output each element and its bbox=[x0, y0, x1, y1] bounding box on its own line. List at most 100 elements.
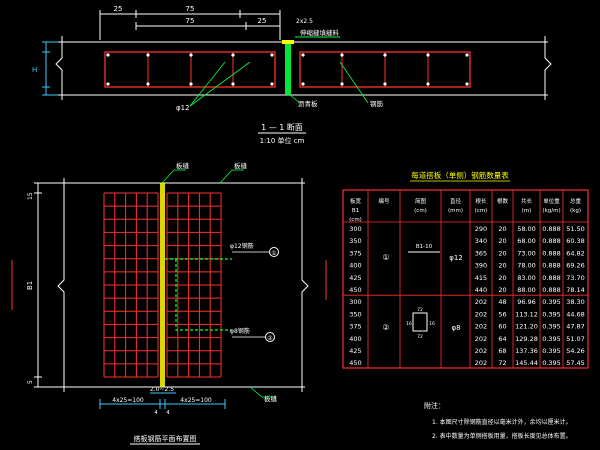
table-cell: 415 bbox=[475, 274, 487, 282]
table-cell: 450 bbox=[349, 359, 361, 367]
table-header-cell: 总重 bbox=[570, 197, 582, 205]
table-cell: 202 bbox=[475, 335, 487, 343]
table-cell: 96.96 bbox=[517, 298, 536, 306]
table-cell: 340 bbox=[475, 237, 487, 245]
table-cell: 0.395 bbox=[542, 359, 561, 367]
table-header-cell: (cm) bbox=[414, 208, 427, 214]
table-header-cell: (mm) bbox=[448, 208, 463, 214]
dim-top-1: 25 bbox=[114, 5, 123, 13]
table-cell: 350 bbox=[349, 310, 361, 318]
table-cell: 0.395 bbox=[542, 335, 561, 343]
dim-top-4: 25 bbox=[258, 17, 267, 25]
table-cell: 202 bbox=[475, 310, 487, 318]
table-cell: 57.45 bbox=[566, 359, 585, 367]
sketch-2-l4: 72 bbox=[417, 334, 423, 340]
table-cell: 375 bbox=[349, 249, 361, 257]
table-cell: 0.888 bbox=[542, 225, 561, 233]
table-header-cell: (kg) bbox=[570, 208, 581, 214]
table-cell: 64.82 bbox=[566, 249, 585, 257]
section-view: 25 75 75 25 2x2.5 H 伸缩缝填缝料 φ12 沥青板 钢筋 1 … bbox=[32, 5, 552, 145]
callout-joint: 伸缩缝填缝料 bbox=[300, 28, 340, 37]
plan-top-leaders bbox=[161, 169, 276, 398]
section-scale: 1:10 单位 cm bbox=[260, 136, 305, 145]
table-header-cell: (cm) bbox=[475, 208, 488, 214]
dim-top bbox=[99, 10, 281, 40]
group1-diameter: φ12 bbox=[449, 254, 463, 262]
plan-label-bottom: 板缝 bbox=[264, 394, 278, 403]
section-title: 1 — 1 断面 bbox=[261, 122, 303, 132]
table-cell: 290 bbox=[475, 225, 487, 233]
table-cell: 375 bbox=[349, 323, 361, 331]
table-cell: 51.07 bbox=[566, 335, 585, 343]
table-cell: 20 bbox=[498, 225, 506, 233]
table-cell: 78.00 bbox=[517, 262, 536, 270]
table-header-cell: 共长 bbox=[521, 197, 533, 205]
table-header: 板宽B1(cm)编号简图(cm)直径(mm)根长(cm)根数共长(m)单位重(k… bbox=[349, 197, 581, 223]
table-cell: 60.38 bbox=[566, 237, 585, 245]
plan-dim-b-1: 4x25=100 bbox=[112, 397, 144, 404]
dim-height-label: H bbox=[32, 66, 37, 74]
table-title: 每道搭板（单侧）钢筋数量表 bbox=[411, 170, 509, 180]
table-cell: 440 bbox=[475, 286, 487, 294]
table-cell: 83.00 bbox=[517, 274, 536, 282]
plan-view: ① φ12钢筋 ② φ8钢筋 板缝 板缝 板缝 15 B1 5 bbox=[11, 161, 327, 445]
callout-phi12: φ12 bbox=[176, 104, 190, 112]
table-frame bbox=[342, 189, 589, 369]
table-cell: 202 bbox=[475, 359, 487, 367]
dim-height bbox=[42, 41, 58, 96]
sketch-2-l1: 72 bbox=[417, 307, 423, 313]
table-cell: 38.30 bbox=[566, 298, 585, 306]
table-cell: 47.87 bbox=[566, 323, 585, 331]
table-cell: 73.00 bbox=[517, 249, 536, 257]
table-cell: 0.888 bbox=[542, 237, 561, 245]
table-cell: 54.26 bbox=[566, 347, 585, 355]
table-cell: 300 bbox=[349, 298, 361, 306]
table-cell: 202 bbox=[475, 298, 487, 306]
table-cell: 64 bbox=[498, 335, 506, 343]
table-cell: 0.395 bbox=[542, 323, 561, 331]
table-header-cell: 根数 bbox=[497, 197, 509, 205]
plan-break-left bbox=[57, 178, 65, 392]
table-cell: 129.28 bbox=[515, 335, 538, 343]
callout-2-num: ② bbox=[267, 335, 273, 342]
table-cell: 88.00 bbox=[517, 286, 536, 294]
notes-heading: 附注： bbox=[424, 401, 445, 410]
table-header-cell: (cm) bbox=[349, 217, 362, 223]
table-cell: 400 bbox=[349, 262, 361, 270]
table-header-cell: B1 bbox=[352, 208, 359, 214]
table-cell: 0.395 bbox=[542, 298, 561, 306]
plan-dim-bottom-left: 5 bbox=[27, 380, 34, 384]
rebar-table: 每道搭板（单侧）钢筋数量表 板宽B1(cm)编号简图(cm)直径(mm)根长(c… bbox=[342, 170, 589, 369]
table-grid bbox=[343, 190, 588, 368]
table-cell: 425 bbox=[349, 274, 361, 282]
table-cell: 0.888 bbox=[542, 286, 561, 294]
table-cell: 113.12 bbox=[515, 310, 538, 318]
plan-dim-small-2: 4 bbox=[166, 410, 170, 416]
table-cell: 0.888 bbox=[542, 249, 561, 257]
table-cell: 121.20 bbox=[515, 323, 538, 331]
table-cell: 0.888 bbox=[542, 274, 561, 282]
plan-label-top-1: 板缝 bbox=[176, 161, 190, 170]
table-cell: 60 bbox=[498, 323, 506, 331]
callout-rebar: 钢筋 bbox=[370, 99, 384, 108]
rebar-stirrups bbox=[147, 52, 429, 87]
rebar-dots bbox=[106, 53, 469, 86]
notes: 附注： 1. 本图尺寸除钢筋直径以毫米计外，余均以厘米计。 2. 表中数量为单侧… bbox=[424, 401, 572, 440]
rebar-cage-left bbox=[104, 51, 276, 88]
plan-label-top-2: 板缝 bbox=[234, 161, 248, 170]
plan-dim-b-3: 4x25=100 bbox=[180, 397, 212, 404]
plan-dim-left bbox=[11, 182, 60, 388]
expansion-joint bbox=[285, 42, 291, 95]
table-cell: 68.00 bbox=[517, 237, 536, 245]
sketch-2-l3: 16 bbox=[429, 321, 435, 327]
sketch-1-label: B1-10 bbox=[416, 244, 433, 250]
table-cell: 78.14 bbox=[566, 286, 585, 294]
callout-asphalt: 沥青板 bbox=[298, 99, 318, 108]
table-cell: 450 bbox=[349, 286, 361, 294]
table-cell: 20 bbox=[498, 262, 506, 270]
group2-id: ② bbox=[382, 323, 389, 332]
table-cell: 350 bbox=[349, 237, 361, 245]
table-cell: 73.70 bbox=[566, 274, 585, 282]
